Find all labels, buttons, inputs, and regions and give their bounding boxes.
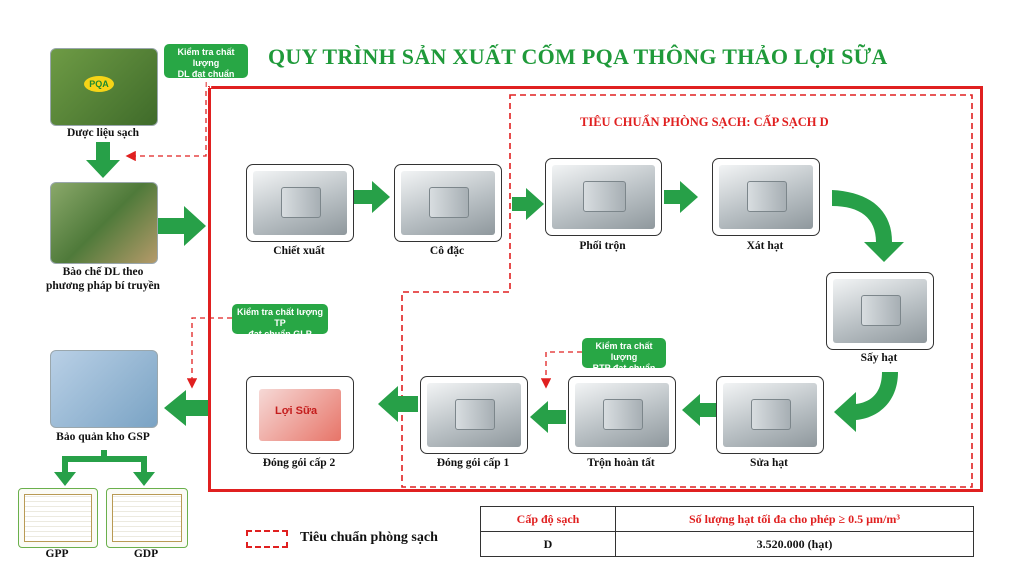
qc-raw-note-line2: DL đạt chuẩn GLP bbox=[177, 69, 235, 90]
qc-tp-note-line1: Kiểm tra chất lượng TP bbox=[237, 307, 323, 328]
arrow-curve-to-drying bbox=[832, 190, 904, 262]
arrow-pack2-left bbox=[164, 390, 210, 426]
concentration-image bbox=[394, 164, 502, 242]
herb-prep-label: Bào chế DL theo phương pháp bí truyền bbox=[30, 265, 176, 293]
pqa-logo: PQA bbox=[84, 76, 114, 92]
table-cell-level: D bbox=[480, 531, 616, 557]
qc-raw-note-line1: Kiểm tra chất lượng bbox=[177, 47, 235, 68]
qc-tp-note: Kiểm tra chất lượng TP đạt chuẩn GLP bbox=[232, 304, 328, 339]
qc-btp-connector bbox=[540, 351, 582, 389]
green-arrows bbox=[54, 142, 904, 486]
packing1-image bbox=[420, 376, 528, 454]
qc-btp-note: Kiểm tra chất lượng BTP đạt chuẩn GLP bbox=[582, 338, 666, 384]
qc-tp-connector bbox=[186, 317, 232, 389]
table-header-count: Số lượng hạt tối đa cho phép ≥ 0.5 µm/m³ bbox=[615, 506, 974, 532]
herbs-label: Dược liệu sạch bbox=[66, 127, 140, 139]
table-header-row: Cấp độ sạch Số lượng hạt tối đa cho phép… bbox=[480, 506, 974, 532]
arrow-extract-right bbox=[352, 181, 390, 213]
final-mixing-image bbox=[568, 376, 676, 454]
gdp-label: GDP bbox=[133, 548, 159, 560]
mixing-label: Phối trộn bbox=[579, 240, 626, 252]
arrow-herbs-down bbox=[86, 142, 120, 178]
production-area-frame bbox=[208, 86, 983, 492]
granulating-image bbox=[712, 158, 820, 236]
drying-image bbox=[826, 272, 934, 350]
arrow-finalmix-left bbox=[530, 401, 566, 433]
legend-label: Tiêu chuẩn phòng sạch bbox=[300, 530, 438, 545]
page-title: QUY TRÌNH SẢN XUẤT CỐM PQA THÔNG THẢO LỢ… bbox=[268, 44, 888, 69]
qc-raw-note: Kiểm tra chất lượng DL đạt chuẩn GLP bbox=[164, 44, 248, 90]
extraction-label: Chiết xuất bbox=[273, 245, 325, 257]
clean-room-boundary bbox=[401, 94, 973, 488]
qc-raw-connector bbox=[125, 82, 207, 162]
sizing-image bbox=[716, 376, 824, 454]
packing2-label: Đóng gói cấp 2 bbox=[262, 457, 336, 469]
table-cell-count: 3.520.000 (hạt) bbox=[615, 531, 974, 557]
herb-prep-label-line1: Bào chế DL theo bbox=[62, 266, 144, 278]
table-row: D 3.520.000 (hạt) bbox=[480, 531, 974, 557]
sizing-label: Sửa hạt bbox=[750, 457, 788, 469]
clean-standard-heading: TIÊU CHUẨN PHÒNG SẠCH: CẤP SẠCH D bbox=[580, 115, 829, 129]
packing2-image: Lợi Sữa bbox=[246, 376, 354, 454]
granulating-label: Xát hạt bbox=[746, 240, 784, 252]
drying-label: Sấy hạt bbox=[860, 352, 898, 364]
warehouse-image bbox=[50, 350, 158, 428]
product-box-text: Lợi Sữa bbox=[275, 405, 318, 417]
arrow-storage-split bbox=[54, 450, 155, 486]
arrow-sizing-left bbox=[682, 394, 716, 426]
arrow-mix-right bbox=[664, 181, 698, 213]
arrow-curve-to-sizing bbox=[834, 372, 898, 432]
packing1-label: Đóng gói cấp 1 bbox=[436, 457, 510, 469]
clean-level-table: Cấp độ sạch Số lượng hạt tối đa cho phép… bbox=[480, 506, 974, 557]
storage-label: Bảo quản kho GSP bbox=[56, 431, 150, 443]
legend-dashed-swatch bbox=[246, 530, 288, 548]
qc-btp-note-line1: Kiểm tra chất lượng bbox=[595, 341, 653, 362]
herb-prep-image bbox=[50, 182, 158, 264]
qc-tp-note-line2: đạt chuẩn GLP bbox=[248, 329, 312, 339]
final-mixing-label: Trộn hoàn tất bbox=[587, 457, 655, 469]
gdp-certificate-image bbox=[106, 488, 188, 548]
gpp-label: GPP bbox=[45, 548, 69, 560]
table-header-level: Cấp độ sạch bbox=[480, 506, 616, 532]
herb-prep-label-line2: phương pháp bí truyền bbox=[46, 280, 160, 292]
arrow-pack1-left bbox=[378, 386, 418, 422]
gpp-certificate-image bbox=[18, 488, 98, 548]
mixing-image bbox=[545, 158, 662, 236]
extraction-image bbox=[246, 164, 354, 242]
arrow-concentrate-right bbox=[512, 188, 544, 220]
arrow-prep-right bbox=[158, 206, 206, 246]
concentration-label: Cô đặc bbox=[429, 245, 465, 257]
